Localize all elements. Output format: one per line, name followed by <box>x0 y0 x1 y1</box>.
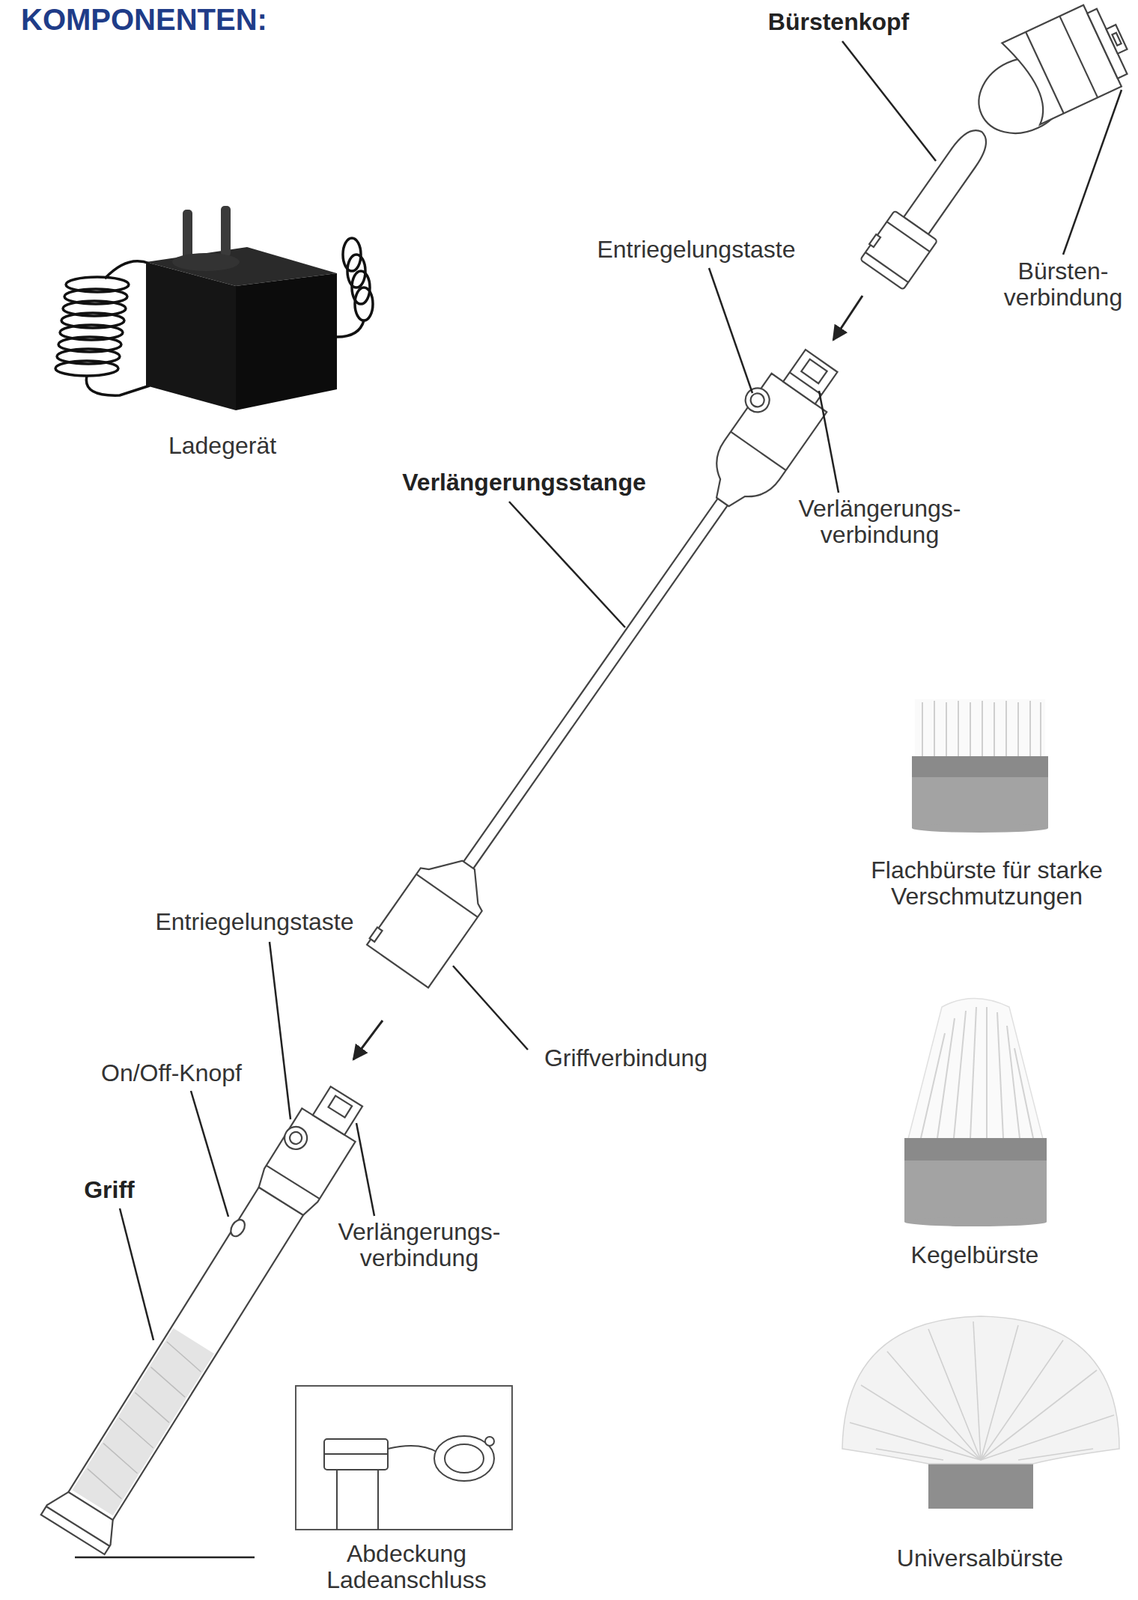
part-label: Flachbürste für starke Verschmutzungen <box>844 857 1130 910</box>
universal-brush-drawing <box>842 1316 1120 1509</box>
part-label: Entriegelungstaste <box>596 236 796 263</box>
part-label: Bürsten- verbindung <box>995 258 1131 311</box>
part-label: Griff <box>83 1176 135 1204</box>
part-label: Abdeckung Ladeanschluss <box>286 1540 527 1594</box>
part-label: Verlängerungs- verbindung <box>321 1218 517 1272</box>
assembly-arrows <box>353 295 863 1060</box>
charger-drawing <box>55 205 373 411</box>
part-label: Bürstenkopf <box>768 8 909 36</box>
part-label: Universalbürste <box>896 1545 1064 1572</box>
diagram-title: KOMPONENTEN: <box>20 2 268 37</box>
leader-lines <box>74 41 1122 1558</box>
part-label: Verlängerungsstange <box>402 469 646 496</box>
flat-brush-drawing <box>911 699 1049 833</box>
part-label: Ladegerät <box>168 432 277 459</box>
part-label: Verlängerungs- verbindung <box>782 495 978 549</box>
part-label: On/Off-Knopf <box>101 1060 242 1087</box>
extension-pole-drawing <box>363 336 853 988</box>
charging-port-inset <box>295 1385 513 1530</box>
part-label: Griffverbindung <box>544 1045 708 1072</box>
part-label: Entriegelungstaste <box>154 908 354 936</box>
brush-head-drawing <box>858 0 1138 290</box>
cone-brush-drawing <box>904 998 1047 1228</box>
part-label: Kegelbürste <box>911 1242 1040 1269</box>
